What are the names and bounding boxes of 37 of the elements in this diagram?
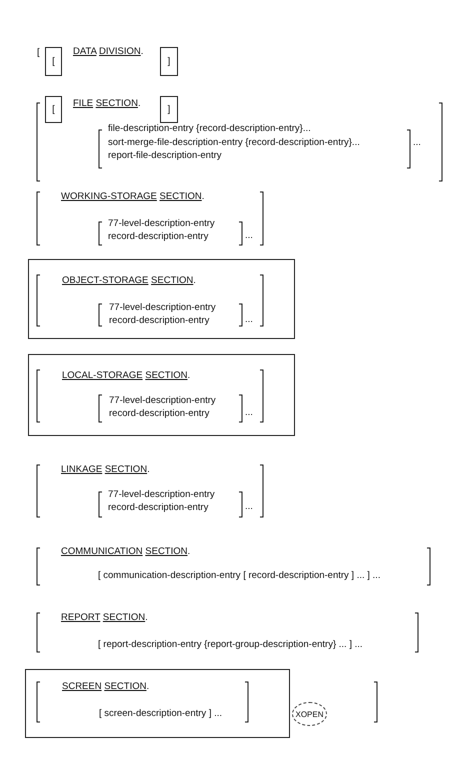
entry-text: record-description-entry	[108, 231, 208, 243]
bracket-box: ]	[160, 96, 178, 123]
entry-text: sort-merge-file-description-entry {record-description-entry}...	[108, 137, 360, 149]
section-heading: DATA DIVISION.	[73, 46, 144, 58]
entry-text: [ screen-description-entry ] ...	[99, 708, 222, 720]
entry-text: 77-level-description-entry	[108, 218, 215, 230]
section-heading: REPORT SECTION.	[61, 612, 148, 624]
entry-text: record-description-entry	[109, 315, 210, 327]
section-heading: LOCAL-STORAGE SECTION.	[62, 370, 190, 382]
entry-text: 77-level-description-entry	[109, 395, 216, 407]
section-heading: FILE SECTION.	[73, 98, 141, 110]
section-heading: LINKAGE SECTION.	[61, 464, 150, 476]
optional-section-box	[25, 669, 290, 738]
entry-text: [ report-description-entry {report-group-description-entry} ... ] ...	[98, 639, 363, 651]
entry-text: [ communication-description-entry [ record-description-entry ] ... ] ...	[98, 570, 380, 582]
entry-text: report-file-description-entry	[108, 150, 222, 162]
section-heading: SCREEN SECTION.	[62, 681, 150, 693]
optional-section-box	[28, 259, 295, 339]
optional-section-box	[28, 354, 295, 436]
section-heading: OBJECT-STORAGE SECTION.	[62, 275, 196, 287]
entry-text: record-description-entry	[108, 502, 208, 514]
bracket-mark: [	[37, 47, 40, 59]
entry-text: record-description-entry	[109, 408, 210, 420]
bracket-box: [	[45, 96, 62, 123]
entry-text: file-description-entry {record-description-entry}...	[108, 123, 311, 135]
entry-text: 77-level-description-entry	[108, 489, 215, 501]
ellipsis: ...	[245, 230, 253, 242]
ellipsis: ...	[245, 501, 253, 513]
section-heading: COMMUNICATION SECTION.	[61, 546, 190, 558]
entry-text: 77-level-description-entry	[109, 302, 216, 314]
ellipsis: ...	[245, 314, 253, 326]
section-heading: WORKING-STORAGE SECTION.	[61, 191, 204, 203]
bracket-box: [	[45, 47, 62, 76]
standard-marker-oval: XOPEN	[292, 702, 327, 726]
ellipsis: ...	[413, 137, 421, 149]
bracket-box: ]	[160, 47, 178, 76]
ellipsis: ...	[245, 407, 253, 419]
